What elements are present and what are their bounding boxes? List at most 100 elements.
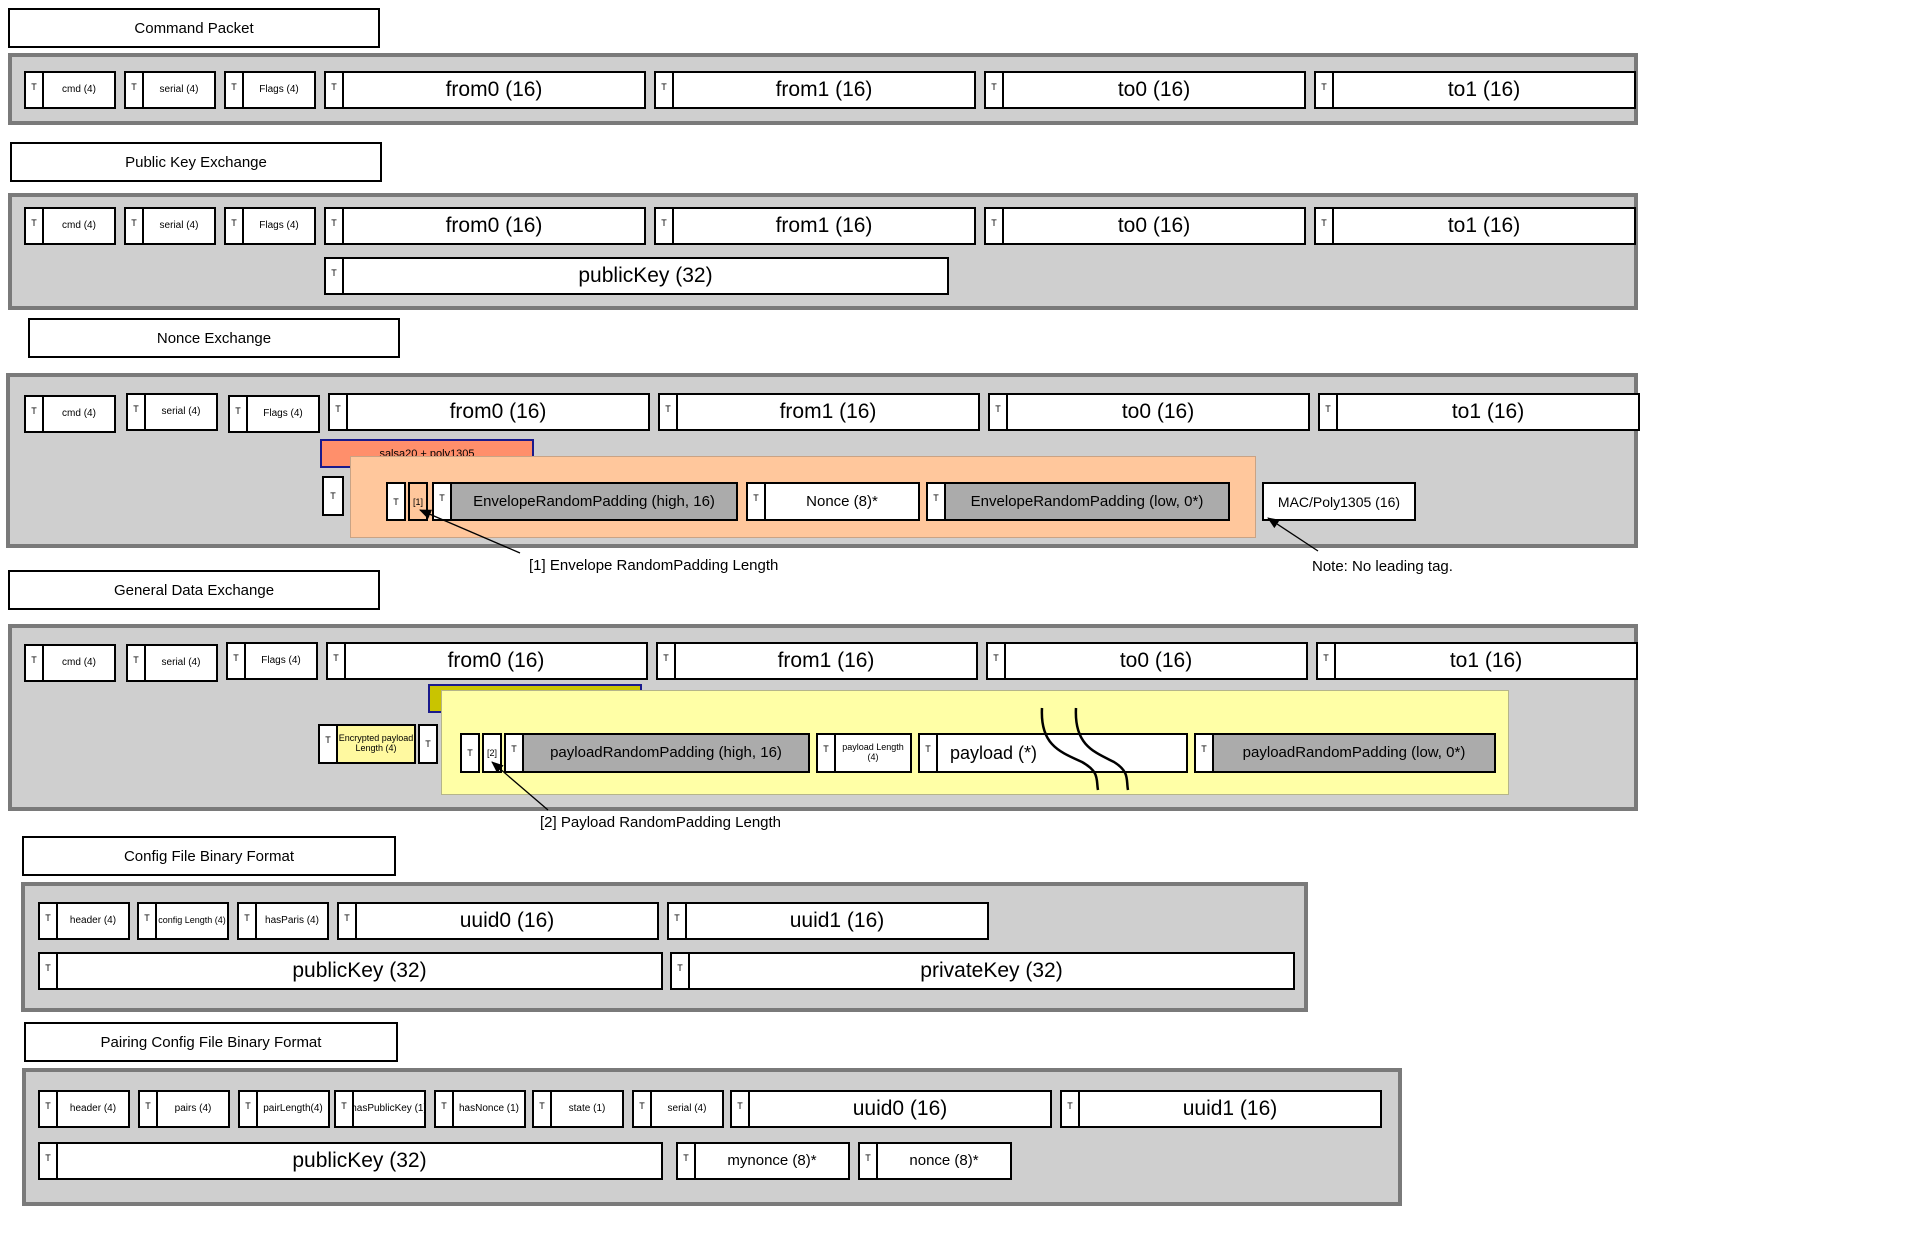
field-label: to0 (16) [1004, 642, 1308, 680]
payload-length-annotation: [2] Payload RandomPadding Length [540, 814, 782, 831]
field-tag: T [334, 1090, 352, 1128]
field-tag: T [670, 952, 688, 990]
field-tag: T [24, 207, 42, 245]
field-tag: T [126, 644, 144, 682]
field-tag: T [654, 71, 672, 109]
field-tag: T [676, 1142, 694, 1180]
mac-annotation: Note: No leading tag. [1312, 558, 1453, 575]
field-label: uuid1 (16) [685, 902, 989, 940]
field-label: from1 (16) [672, 207, 976, 245]
field-tag: T [984, 71, 1002, 109]
field-label: from1 (16) [674, 642, 978, 680]
field-label: hasParis (4) [255, 902, 329, 940]
field-label: uuid0 (16) [748, 1090, 1052, 1128]
field-tag: T [124, 207, 142, 245]
field-tag: T [986, 642, 1004, 680]
section-title-general-data-exchange: General Data Exchange [8, 570, 380, 610]
field-label: from1 (16) [672, 71, 976, 109]
field-label: pairLength(4) [256, 1090, 330, 1128]
envelope-length-arrow [419, 509, 521, 554]
field-tag: T [658, 393, 676, 431]
field-label: to0 (16) [1006, 393, 1310, 431]
field-label: payloadRandomPadding (low, 0*) [1212, 733, 1496, 773]
field-tag: T [667, 902, 685, 940]
field-label: Nonce (8)* [764, 482, 920, 521]
field-label: to1 (16) [1334, 642, 1638, 680]
field-label: serial (4) [142, 207, 216, 245]
field-label: hasNonce (1) [452, 1090, 526, 1128]
field-label: from0 (16) [342, 207, 646, 245]
field-tag: T [654, 207, 672, 245]
field-tag: T [656, 642, 674, 680]
field-label: serial (4) [650, 1090, 724, 1128]
field-label: pairs (4) [156, 1090, 230, 1128]
field-tag: T [318, 724, 336, 764]
field-label: header (4) [56, 1090, 130, 1128]
field-label: from0 (16) [346, 393, 650, 431]
payload-length-tag: T [460, 733, 480, 773]
section-title-command-packet: Command Packet [8, 8, 380, 48]
field-label: Flags (4) [246, 395, 320, 433]
field-label: cmd (4) [42, 207, 116, 245]
field-tag: T [228, 395, 246, 433]
field-label: publicKey (32) [342, 257, 949, 295]
field-tag: T [532, 1090, 550, 1128]
field-tag: T [24, 71, 42, 109]
field-tag: T [124, 71, 142, 109]
field-label: publicKey (32) [56, 1142, 663, 1180]
field-tag: T [324, 71, 342, 109]
mac-note-arrow [1267, 517, 1319, 552]
field-label: to1 (16) [1332, 71, 1636, 109]
field-label: cmd (4) [42, 644, 116, 682]
field-tag: T [1318, 393, 1336, 431]
field-tag: T [730, 1090, 748, 1128]
section-title-public-key-exchange: Public Key Exchange [10, 142, 382, 182]
envelope-length-tag: T [386, 482, 406, 521]
field-tag: T [504, 733, 522, 773]
field-tag: T [324, 257, 342, 295]
field-label: publicKey (32) [56, 952, 663, 990]
field-label: to1 (16) [1336, 393, 1640, 431]
payload-length-arrow [491, 761, 549, 811]
field-label: header (4) [56, 902, 130, 940]
field-tag: T [746, 482, 764, 521]
field-label: EnvelopeRandomPadding (high, 16) [450, 482, 738, 521]
field-tag: T [126, 393, 144, 431]
field-tag: T [1316, 642, 1334, 680]
field-tag: T [434, 1090, 452, 1128]
field-tag: T [1314, 71, 1332, 109]
field-label: cmd (4) [42, 395, 116, 433]
field-tag: T [432, 482, 450, 521]
field-tag: T [918, 733, 936, 773]
